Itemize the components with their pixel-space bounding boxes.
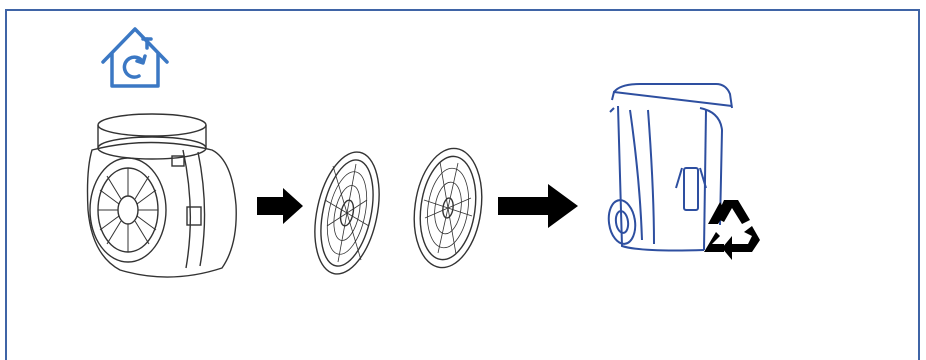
motor-blower-unit <box>86 113 237 278</box>
wheelie-bin <box>607 83 733 252</box>
carbon-filter-2 <box>413 147 483 269</box>
house-refresh-icon <box>101 27 169 88</box>
frame-border <box>5 9 920 360</box>
arrow-right-icon <box>498 184 578 228</box>
arrow-right-icon <box>257 188 303 224</box>
carbon-filter-1 <box>314 151 380 275</box>
recycle-icon <box>704 200 760 260</box>
